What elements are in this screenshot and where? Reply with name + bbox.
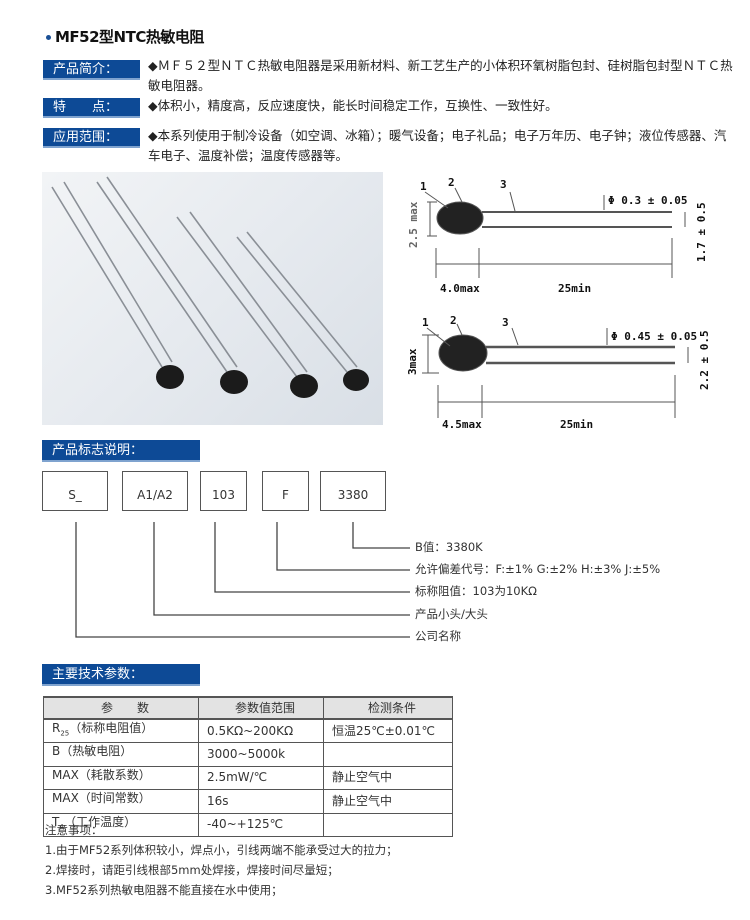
param-range: 0.5KΩ~200KΩ bbox=[198, 718, 324, 744]
applications-label: 应用范围： bbox=[43, 128, 140, 148]
lead-length-dim: 25min bbox=[558, 282, 591, 295]
applications-text: ◆本系列使用于制冷设备（如空调、冰箱）；暖气设备；电子礼品；电子万年历、电子钟；… bbox=[148, 128, 727, 163]
param-name: B（热敏电阻） bbox=[43, 742, 199, 767]
marking-label-bvalue: B值：3380K bbox=[415, 540, 483, 554]
bullet-icon bbox=[46, 35, 51, 40]
lead-length-dim: 25min bbox=[560, 418, 593, 431]
marking-leader-lines bbox=[75, 522, 410, 638]
intro-label: 产品简介： bbox=[43, 60, 140, 80]
pitch-dim: 1.7 ± 0.5 bbox=[695, 202, 708, 262]
marking-header: 产品标志说明： bbox=[42, 440, 200, 462]
marking-box-head: A1/A2 bbox=[122, 471, 188, 511]
params-header: 主要技术参数： bbox=[42, 664, 200, 686]
note-item: 3.MF52系列热敏电阻器不能直接在水中使用； bbox=[45, 883, 283, 897]
marking-label-company: 公司名称 bbox=[415, 629, 461, 643]
drawing-large bbox=[422, 323, 689, 418]
features-label: 特 点： bbox=[43, 98, 140, 118]
intro-text: ◆ＭＦ５２型ＮＴＣ热敏电阻器是采用新材料、新工艺生产的小体积环氧树脂包封、硅树脂… bbox=[148, 58, 733, 93]
param-condition: 恒温25℃±0.01℃ bbox=[323, 718, 453, 744]
body-length-dim: 4.0max bbox=[440, 282, 480, 295]
label-1: 1 bbox=[422, 316, 429, 329]
column-header: 检测条件 bbox=[323, 696, 453, 720]
features-text: ◆体积小，精度高，反应速度快，能长时间稳定工作，互换性、一致性好。 bbox=[148, 98, 558, 113]
param-name: MAX（时间常数） bbox=[43, 789, 199, 814]
column-header: 参数值范围 bbox=[198, 696, 324, 720]
drawing-small bbox=[424, 187, 686, 278]
param-condition bbox=[323, 812, 453, 837]
pitch-dim: 2.2 ± 0.5 bbox=[698, 330, 711, 390]
param-name: R25（标称电阻值） bbox=[43, 718, 199, 744]
table-row: B（热敏电阻）3000~5000k bbox=[43, 742, 453, 767]
table-row: TA（工作温度）-40~+125℃ bbox=[43, 812, 453, 837]
label-1: 1 bbox=[420, 180, 427, 193]
marking-box-resistance: 103 bbox=[200, 471, 247, 511]
marking-label-tolerance: 允许偏差代号：F:±1% G:±2% H:±3% J:±5% bbox=[415, 562, 661, 576]
marking-box-company: S_ bbox=[42, 471, 108, 511]
height-dim: 3max bbox=[406, 348, 419, 375]
param-name: MAX（耗散系数） bbox=[43, 765, 199, 791]
dimension-drawings: 1 2 3 Φ 0.3 ± 0.05 2.5 max 1.7 ± 0.5 4.0… bbox=[406, 176, 711, 431]
notes-title: 注意事项： bbox=[45, 823, 103, 837]
product-photo bbox=[42, 172, 383, 425]
note-item: 2.焊接时，请距引线根部5mm处焊接，焊接时间尽量短； bbox=[45, 863, 339, 877]
thermistor-head bbox=[438, 334, 488, 372]
page-title: MF52型NTC热敏电阻 bbox=[46, 26, 204, 47]
thermistor-photo-illustration bbox=[51, 176, 369, 398]
param-condition bbox=[323, 742, 453, 767]
param-range: -40~+125℃ bbox=[198, 812, 324, 837]
marking-label-head: 产品小头/大头 bbox=[415, 607, 488, 621]
param-condition: 静止空气中 bbox=[323, 765, 453, 791]
body-length-dim: 4.5max bbox=[442, 418, 482, 431]
height-dim: 2.5 max bbox=[407, 201, 420, 248]
marking-box-bvalue: 3380 bbox=[320, 471, 386, 511]
note-item: 1.由于MF52系列体积较小，焊点小，引线两端不能承受过大的拉力； bbox=[45, 843, 398, 857]
marking-box-tolerance: F bbox=[262, 471, 309, 511]
label-3: 3 bbox=[500, 178, 507, 191]
table-header-row: 参 数 参数值范围 检测条件 bbox=[43, 696, 453, 720]
column-header: 参 数 bbox=[43, 696, 199, 720]
param-name: TA（工作温度） bbox=[43, 812, 199, 837]
title-text: MF52型NTC热敏电阻 bbox=[55, 28, 204, 46]
label-2: 2 bbox=[450, 314, 457, 327]
param-range: 3000~5000k bbox=[198, 742, 324, 767]
label-3: 3 bbox=[502, 316, 509, 329]
param-range: 2.5mW/℃ bbox=[198, 765, 324, 791]
diameter-dim: Φ 0.3 ± 0.05 bbox=[608, 194, 687, 207]
label-2: 2 bbox=[448, 176, 455, 189]
param-condition: 静止空气中 bbox=[323, 789, 453, 814]
marking-label-resistance: 标称阻值：103为10KΩ bbox=[415, 584, 537, 598]
param-range: 16s bbox=[198, 789, 324, 814]
thermistor-head bbox=[436, 201, 484, 235]
diameter-dim: Φ 0.45 ± 0.05 bbox=[611, 330, 697, 343]
